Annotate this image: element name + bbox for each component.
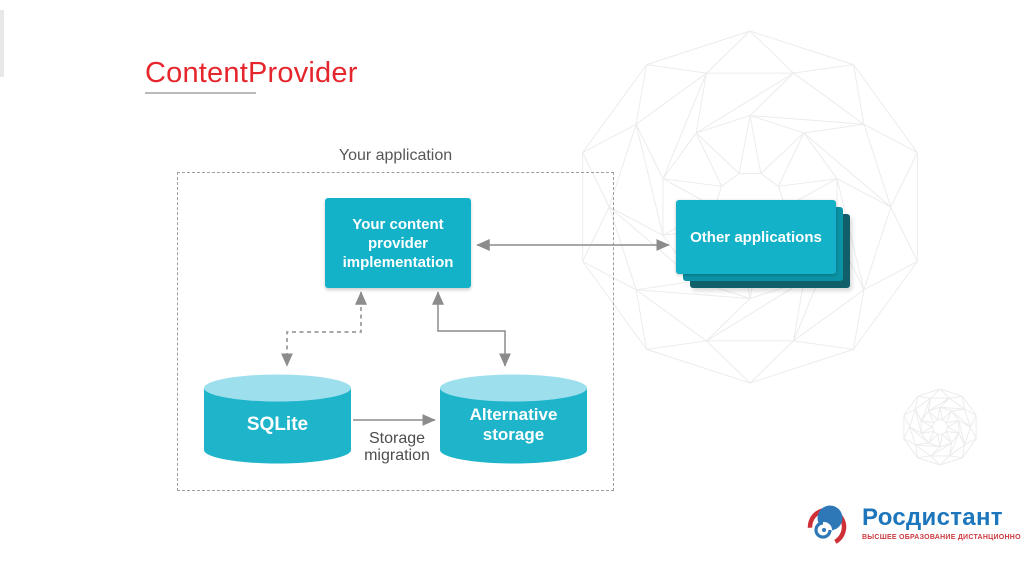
other-applications-label: Other applications: [690, 228, 822, 246]
provider-implementation-box: Your content provider implementation: [325, 198, 471, 288]
sqlite-label: SQLite: [246, 414, 309, 435]
sqlite-cylinder: SQLite: [204, 374, 351, 466]
wireframe-sphere-small: [903, 388, 977, 466]
other-applications-card-front: Other applications: [676, 200, 836, 274]
globe-logo-icon: [807, 505, 847, 547]
provider-implementation-label: Your content provider implementation: [342, 215, 454, 271]
other-applications-stack: Other applications: [676, 200, 850, 288]
page-title: ContentProvider: [145, 57, 358, 89]
logo-wordmark: Росдистант: [862, 504, 1003, 531]
application-boundary-box: [177, 172, 614, 491]
left-edge-accent: [0, 10, 4, 77]
application-boundary-label: Your application: [338, 147, 453, 164]
logo-tagline: ВЫСШЕЕ ОБРАЗОВАНИЕ ДИСТАНЦИОННО: [862, 534, 1021, 541]
alternative-storage-label: Alternative storage: [469, 405, 558, 444]
cylinder-shape: [204, 374, 351, 464]
storage-migration-label: Storage migration: [364, 430, 430, 464]
title-underline: [145, 92, 256, 94]
cylinder-shape: [440, 374, 587, 464]
alternative-storage-cylinder: Alternative storage: [440, 374, 587, 466]
rosdistant-logo: Росдистант ВЫСШЕЕ ОБРАЗОВАНИЕ ДИСТАНЦИОН…: [803, 502, 1021, 552]
